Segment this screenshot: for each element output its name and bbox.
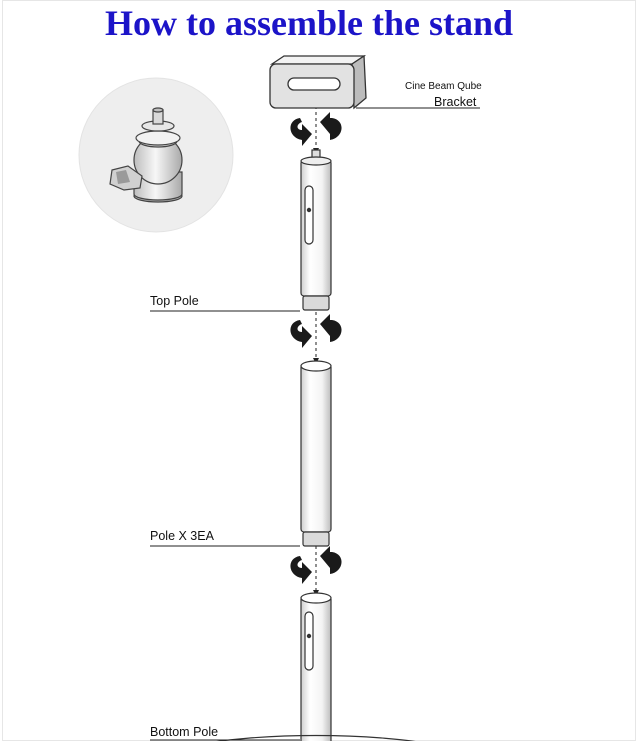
top-pole-label: Top Pole (150, 294, 199, 308)
rotate-arrows-icon (290, 112, 342, 146)
rotate-arrows-icon (290, 546, 342, 584)
product-name-label: Cine Beam Qube (405, 81, 482, 92)
bottom-pole-label: Bottom Pole (150, 725, 219, 739)
middle-pole (300, 360, 332, 547)
middle-pole-label: Pole X 3EA (150, 529, 214, 543)
top-pole (300, 149, 332, 311)
bottom-pole (300, 592, 332, 741)
ball-head-mount-icon (109, 107, 183, 203)
ball-head-inset (78, 77, 234, 233)
rotate-arrows-icon (290, 314, 342, 348)
page-title: How to assemble the stand (104, 3, 513, 43)
bracket-label: Bracket (434, 95, 477, 109)
bracket (269, 54, 367, 110)
